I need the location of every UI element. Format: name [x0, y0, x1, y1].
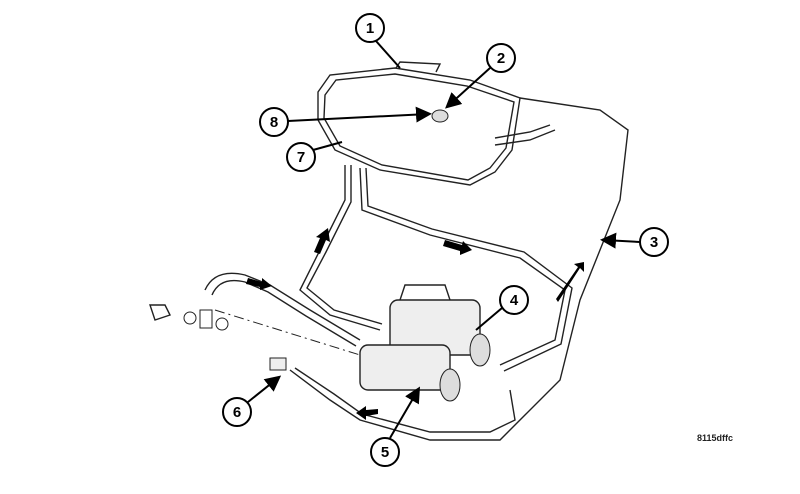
pump-assembly [359, 284, 491, 402]
callout-6: 6 [222, 397, 252, 427]
reservoir [317, 61, 556, 186]
svg-text:8: 8 [270, 114, 278, 131]
callout-4: 4 [499, 285, 529, 315]
callout-2: 2 [486, 43, 516, 73]
svg-text:2: 2 [497, 50, 505, 67]
svg-text:1: 1 [366, 20, 374, 37]
callout-8: 8 [259, 107, 289, 137]
fittings [149, 304, 287, 371]
hoses [204, 97, 629, 441]
callout-3: 3 [639, 227, 669, 257]
callout-1: 1 [355, 13, 385, 43]
flow-arrows [246, 228, 584, 420]
figure-id: 8115dffc [697, 433, 734, 443]
svg-text:3: 3 [650, 234, 658, 251]
svg-text:4: 4 [510, 292, 519, 309]
callout-5: 5 [370, 437, 400, 467]
leader-lines [247, 40, 641, 439]
svg-text:7: 7 [297, 149, 305, 166]
svg-text:5: 5 [381, 444, 389, 461]
reservoir-cap [431, 109, 449, 123]
svg-text:6: 6 [233, 404, 241, 421]
callout-7: 7 [286, 142, 316, 172]
